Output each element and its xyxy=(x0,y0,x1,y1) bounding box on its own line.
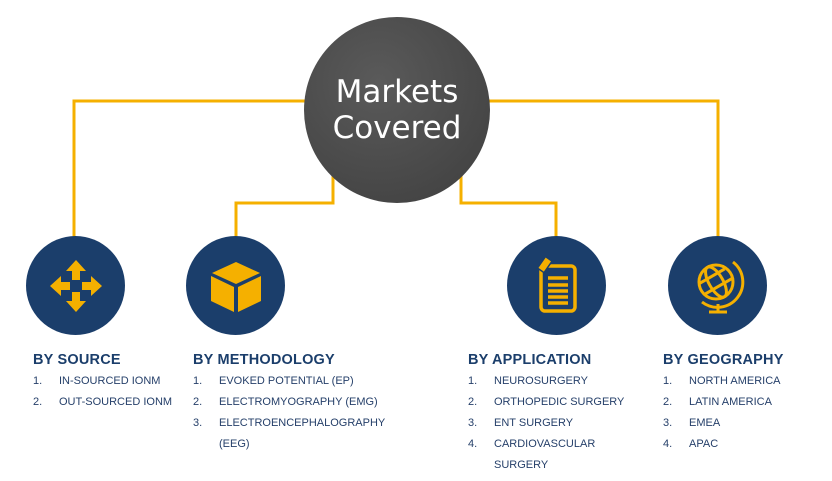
item-label: EMEA xyxy=(689,417,721,429)
item-label: ELECTROMYOGRAPHY (EMG) xyxy=(219,396,378,408)
item-label: LATIN AMERICA xyxy=(689,396,772,408)
connector-source xyxy=(72,99,308,240)
category-application: BY APPLICATION 1. NEUROSURGERY 2. ORTHOPED… xyxy=(468,352,664,476)
item-number: 2. xyxy=(468,396,478,408)
list-item: 2. LATIN AMERICA xyxy=(663,392,832,413)
item-number: 1. xyxy=(193,375,203,387)
source-node xyxy=(26,236,125,335)
item-number: 2. xyxy=(33,396,43,408)
item-number: 4. xyxy=(663,438,673,450)
connector-geography xyxy=(488,99,720,240)
markets-covered-hub: Markets Covered xyxy=(304,17,490,203)
notepad-icon xyxy=(535,255,577,313)
item-label: ELECTROENCEPHALOGRAPHY (EEG) xyxy=(219,417,386,450)
list-item: 1. NEUROSURGERY xyxy=(468,371,664,392)
hub-title-line1: Markets xyxy=(335,74,459,110)
connector-methodology xyxy=(234,165,335,240)
item-label: CARDIOVASCULAR SURGERY xyxy=(494,438,596,471)
category-methodology: BY METHODOLOGY 1. EVOKED POTENTIAL (EP) 2… xyxy=(193,352,389,455)
list-item: 2. ORTHOPEDIC SURGERY xyxy=(468,392,664,413)
item-label: ENT SURGERY xyxy=(494,417,574,429)
list-item: 3. EMEA xyxy=(663,413,832,434)
category-title: BY GEOGRAPHY xyxy=(663,352,784,368)
arrows-move-icon xyxy=(49,259,102,312)
connector-application xyxy=(459,165,558,240)
list-item: 4. APAC xyxy=(663,434,832,455)
item-label: EVOKED POTENTIAL (EP) xyxy=(219,375,354,387)
item-number: 3. xyxy=(193,417,203,429)
list-item: 3. ELECTROENCEPHALOGRAPHY (EEG) xyxy=(193,413,389,455)
list-item: 2. ELECTROMYOGRAPHY (EMG) xyxy=(193,392,389,413)
list-item: 3. ENT SURGERY xyxy=(468,413,664,434)
geography-node xyxy=(668,236,767,335)
globe-icon xyxy=(697,260,744,313)
methodology-node xyxy=(186,236,285,335)
item-number: 3. xyxy=(468,417,478,429)
category-source: BY SOURCE 1. IN-SOURCED IONM 2. OUT-SOURCE… xyxy=(33,352,229,413)
item-label: ORTHOPEDIC SURGERY xyxy=(494,396,625,408)
category-title: BY METHODOLOGY xyxy=(193,352,335,368)
item-number: 3. xyxy=(663,417,673,429)
list-item: 4. CARDIOVASCULAR SURGERY xyxy=(468,434,664,476)
item-number: 1. xyxy=(33,375,43,387)
category-title: BY SOURCE xyxy=(33,352,121,368)
item-number: 2. xyxy=(193,396,203,408)
item-label: OUT-SOURCED IONM xyxy=(59,396,173,408)
category-title: BY APPLICATION xyxy=(468,352,592,368)
list-item: 1. EVOKED POTENTIAL (EP) xyxy=(193,371,389,392)
item-label: IN-SOURCED IONM xyxy=(59,375,161,387)
cube-icon xyxy=(210,261,261,312)
list-item: 1. IN-SOURCED IONM xyxy=(33,371,229,392)
item-label: NEUROSURGERY xyxy=(494,375,588,387)
hub-title-line2: Covered xyxy=(332,110,462,146)
application-node xyxy=(507,236,606,335)
list-item: 1. NORTH AMERICA xyxy=(663,371,832,392)
item-number: 4. xyxy=(468,438,478,450)
list-item: 2. OUT-SOURCED IONM xyxy=(33,392,229,413)
item-label: NORTH AMERICA xyxy=(689,375,781,387)
item-number: 1. xyxy=(663,375,673,387)
item-number: 1. xyxy=(468,375,478,387)
item-number: 2. xyxy=(663,396,673,408)
item-label: APAC xyxy=(689,438,719,450)
category-geography: BY GEOGRAPHY 1. NORTH AMERICA 2. LATIN AME… xyxy=(663,352,832,455)
